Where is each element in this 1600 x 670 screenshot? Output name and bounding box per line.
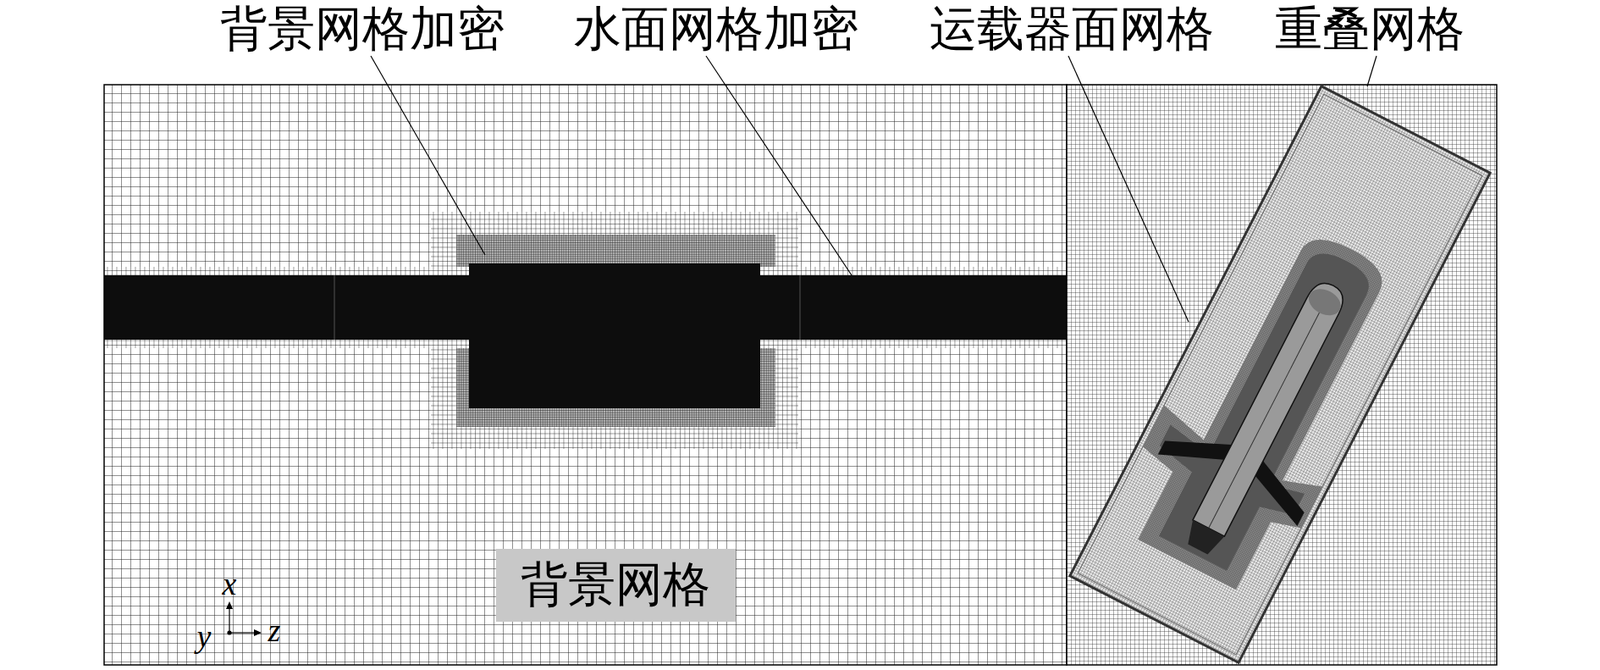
overset-mesh <box>1070 86 1490 663</box>
axis-label: y <box>197 617 212 656</box>
label-box: 背景网格 <box>496 548 736 622</box>
callout-label: 水面网格加密 <box>573 1 859 56</box>
vehicle-fin <box>1243 460 1317 526</box>
callout-label: 重叠网格 <box>1274 1 1465 56</box>
box-text: 背景网格 <box>520 552 711 618</box>
background-mesh <box>104 84 1067 665</box>
refinement-core <box>468 263 761 409</box>
vehicle-body <box>1192 277 1350 537</box>
background-refinement-inner <box>456 234 776 427</box>
callout-label: 运载器面网格 <box>929 1 1214 56</box>
background-refinement <box>430 211 799 449</box>
vehicle-fin <box>1158 416 1232 482</box>
axis-label: z <box>268 612 282 650</box>
leader-lines <box>370 55 1377 322</box>
axis-triad <box>226 601 262 636</box>
callout-label: 背景网格加密 <box>220 1 505 56</box>
background-mesh-right <box>1066 84 1497 665</box>
axis-label: x <box>222 565 238 603</box>
